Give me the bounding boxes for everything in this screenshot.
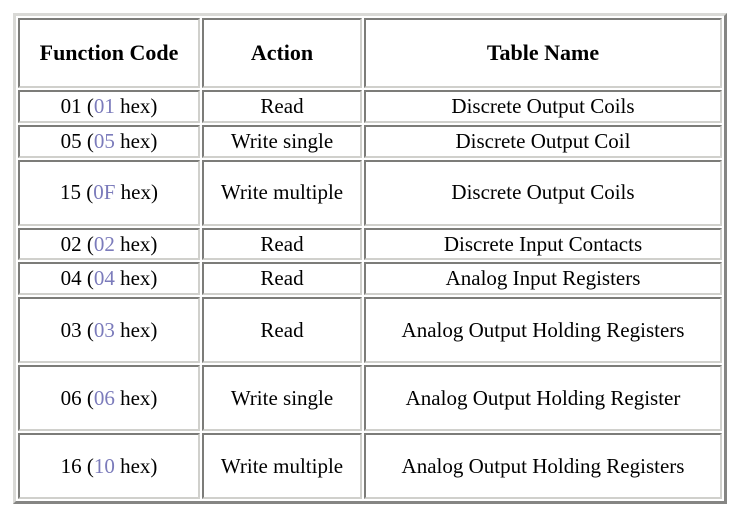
function-code-hex: 01 xyxy=(93,94,115,118)
function-code-hex: 10 xyxy=(93,453,115,478)
cell-function-code: 15 (0F hex) xyxy=(18,159,200,226)
cell-function-code: 04 (04 hex) xyxy=(18,262,200,296)
function-code-hex: 02 xyxy=(93,231,115,256)
function-code-hex: 03 xyxy=(93,317,115,342)
cell-function-code: 01 (01 hex) xyxy=(18,90,200,123)
cell-action: Write multiple xyxy=(202,159,362,226)
function-code-decimal: 16 ( xyxy=(60,453,94,478)
function-code-hex: 04 xyxy=(93,266,115,291)
column-header-table-name: Table Name xyxy=(364,18,722,88)
cell-table-name: Analog Output Holding Register xyxy=(364,365,722,432)
function-code-hex: 06 xyxy=(93,385,115,410)
modbus-function-codes-table: Function Code Action Table Name 01 (01 h… xyxy=(13,13,727,505)
cell-function-code: 16 (10 hex) xyxy=(18,433,200,500)
function-code-hex-suffix: hex) xyxy=(114,266,158,291)
cell-table-name: Analog Input Registers xyxy=(364,262,722,296)
function-code-hex-suffix: hex) xyxy=(114,385,158,410)
function-code-hex-suffix: hex) xyxy=(114,128,158,153)
function-code-decimal: 04 ( xyxy=(60,266,94,291)
function-code-decimal: 03 ( xyxy=(60,317,94,342)
cell-function-code: 06 (06 hex) xyxy=(18,365,200,432)
cell-function-code: 03 (03 hex) xyxy=(18,297,200,364)
cell-function-code: 05 (05 hex) xyxy=(18,124,200,158)
function-code-hex-suffix: hex) xyxy=(115,180,158,205)
function-code-decimal: 06 ( xyxy=(60,385,94,410)
function-code-hex-suffix: hex) xyxy=(114,453,158,478)
function-code-hex: 05 xyxy=(93,128,115,153)
function-code-hex: 0F xyxy=(93,180,116,205)
function-code-hex-suffix: hex) xyxy=(114,94,158,118)
column-header-action: Action xyxy=(202,18,362,88)
cell-table-name: Analog Output Holding Registers xyxy=(364,297,722,364)
cell-table-name: Discrete Output Coil xyxy=(364,124,722,158)
table-header: Function Code Action Table Name xyxy=(18,18,722,88)
cell-action: Read xyxy=(202,227,362,261)
cell-action: Write multiple xyxy=(202,433,362,500)
cell-function-code: 02 (02 hex) xyxy=(18,227,200,261)
cell-table-name: Discrete Output Coils xyxy=(364,90,722,123)
cell-table-name: Discrete Output Coils xyxy=(364,159,722,226)
function-code-decimal: 05 ( xyxy=(60,128,94,153)
table-header-row: Function Code Action Table Name xyxy=(18,18,722,88)
cell-action: Read xyxy=(202,297,362,364)
function-code-hex-suffix: hex) xyxy=(114,231,158,256)
cell-table-name: Discrete Input Contacts xyxy=(364,227,722,261)
function-code-hex-suffix: hex) xyxy=(114,317,158,342)
cell-action: Write single xyxy=(202,124,362,158)
cell-action: Write single xyxy=(202,365,362,432)
function-code-decimal: 02 ( xyxy=(60,231,94,256)
cell-action: Read xyxy=(202,262,362,296)
function-code-decimal: 01 ( xyxy=(60,94,94,118)
cell-action: Read xyxy=(202,90,362,123)
cell-table-name: Analog Output Holding Registers xyxy=(364,433,722,500)
function-code-decimal: 15 ( xyxy=(59,180,94,205)
column-header-function-code: Function Code xyxy=(18,18,200,88)
